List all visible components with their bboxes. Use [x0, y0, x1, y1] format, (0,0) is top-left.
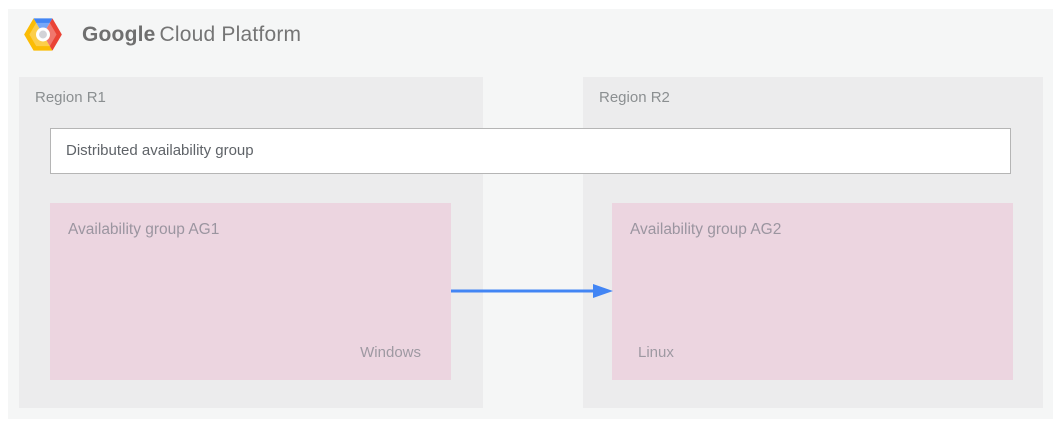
- ag1-os-label: Windows: [360, 344, 421, 361]
- region-r1-label: Region R1: [35, 89, 106, 106]
- brand-cloud-platform-label: Cloud Platform: [159, 23, 302, 46]
- arrow-right-icon: [451, 284, 613, 298]
- distributed-availability-group-label: Distributed availability group: [66, 142, 254, 159]
- gcp-logo-icon: [24, 18, 62, 51]
- availability-group-ag1-label: Availability group AG1: [68, 221, 220, 238]
- availability-group-ag2-label: Availability group AG2: [630, 221, 782, 238]
- region-r2-label: Region R2: [599, 89, 670, 106]
- distributed-availability-group-box: Distributed availability group: [50, 128, 1011, 174]
- brand-google-label: Google: [82, 23, 156, 46]
- ag2-os-label: Linux: [638, 344, 674, 361]
- availability-group-ag2-box: Availability group AG2 Linux: [612, 203, 1013, 380]
- availability-group-ag1-box: Availability group AG1 Windows: [50, 203, 451, 380]
